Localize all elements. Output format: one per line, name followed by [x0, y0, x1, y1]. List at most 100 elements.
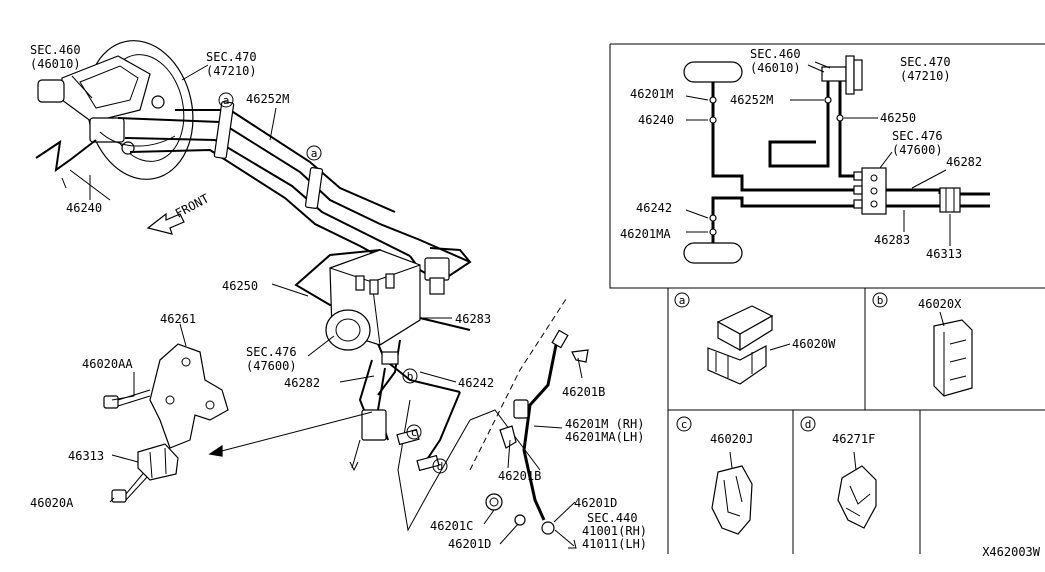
- label-sec470: SEC.470: [206, 50, 257, 64]
- label-46201D-right: 46201D: [574, 496, 617, 510]
- flex-hose-drawing: [469, 295, 589, 549]
- panel-d-tag: d: [805, 418, 812, 431]
- schem-label-46242: 46242: [636, 201, 672, 215]
- clip-46020X-drawing: [933, 311, 973, 397]
- main-pipe-bundle: [117, 101, 472, 396]
- label-sec440-rh: 41001(RH): [582, 524, 647, 538]
- label-46020AA: 46020AA: [82, 357, 133, 371]
- bracket-46261-drawing: [149, 343, 229, 449]
- rear-lines-drawing: [349, 359, 541, 532]
- schem-label-sec476: SEC.476: [892, 129, 943, 143]
- clip-46020W-drawing: [707, 305, 774, 385]
- detail-panels-grid: [667, 288, 1045, 554]
- schem-label-46283: 46283: [874, 233, 910, 247]
- label-46240: 46240: [66, 201, 102, 215]
- tag-a-label: a: [223, 94, 230, 107]
- clip-46271F-drawing: [837, 451, 877, 529]
- callout-leaders: [69, 64, 583, 545]
- node-46201MA: [709, 228, 717, 236]
- label-46201B-bot: 46201B: [498, 469, 541, 483]
- schematic-master-cylinder: [814, 55, 863, 95]
- detail-panel-b: b 46020X: [872, 292, 973, 397]
- label-sec460-ref: (46010): [30, 57, 81, 71]
- schem-label-46250: 46250: [880, 111, 916, 125]
- label-46252M: 46252M: [246, 92, 289, 106]
- node-46240: [709, 116, 717, 124]
- panel-b-part: 46020X: [918, 297, 962, 311]
- node-46250: [836, 114, 844, 122]
- schem-label-sec470-ref: (47210): [900, 69, 951, 83]
- front-wheel-drawing: [683, 61, 743, 83]
- tag-a2-label: a: [311, 147, 318, 160]
- junction-arrow: [209, 411, 373, 455]
- bolt-46020A-drawing: [111, 469, 149, 503]
- label-sec470-ref: (47210): [206, 64, 257, 78]
- tag-b-marker: b: [402, 368, 418, 384]
- tag-d-marker: d: [432, 458, 448, 474]
- diagram-code: X462003W: [982, 545, 1041, 559]
- label-sec476-ref: (47600): [246, 359, 297, 373]
- tag-c-marker: c: [406, 424, 422, 440]
- label-46282: 46282: [284, 376, 320, 390]
- schem-label-46252M: 46252M: [730, 93, 773, 107]
- schematic-leaders: [685, 64, 951, 246]
- pipe-46240-drawing: [35, 139, 97, 200]
- junction-arrowhead: [208, 444, 223, 457]
- label-46283: 46283: [455, 312, 491, 326]
- schematic-panel: SEC.460 (46010) SEC.470 (47210) 46201M 4…: [609, 43, 1045, 289]
- schem-label-46282: 46282: [946, 155, 982, 169]
- panel-a-part: 46020W: [792, 337, 836, 351]
- label-46201B-top: 46201B: [562, 385, 605, 399]
- schem-label-sec460-ref: (46010): [750, 61, 801, 75]
- label-sec460: SEC.460: [30, 43, 81, 57]
- schem-label-46201MA: 46201MA: [620, 227, 671, 241]
- label-46020A: 46020A: [30, 496, 74, 510]
- clip-46020J-drawing: [711, 451, 753, 535]
- tag-a-marker: a: [218, 92, 234, 108]
- front-direction-arrow: [146, 212, 185, 235]
- panel-d-part: 46271F: [832, 432, 875, 446]
- label-46201C: 46201C: [430, 519, 473, 533]
- junction-46313-drawing: [137, 443, 179, 481]
- node-46252M: [824, 96, 832, 104]
- label-46201M-rh: 46201M (RH): [565, 417, 644, 431]
- label-front: FRONT: [173, 191, 211, 220]
- main-assembly-view: a a b c d SEC.460 (46010) SEC.470 (47210…: [30, 40, 647, 551]
- node-46201M: [709, 96, 717, 104]
- abs-actuator-drawing: [325, 249, 450, 365]
- tag-a2-marker: a: [306, 145, 322, 161]
- label-46242: 46242: [458, 376, 494, 390]
- panel-c-part: 46020J: [710, 432, 753, 446]
- label-sec440: SEC.440: [587, 511, 638, 525]
- label-46250: 46250: [222, 279, 258, 293]
- label-46313: 46313: [68, 449, 104, 463]
- bolt-46020AA-drawing: [103, 389, 151, 409]
- panel-c-tag: c: [681, 418, 688, 431]
- panel-b-tag: b: [877, 294, 884, 307]
- node-46242: [709, 214, 717, 222]
- schem-label-sec476-ref: (47600): [892, 143, 943, 157]
- schematic-abs-block: [853, 167, 887, 215]
- rear-wheel-drawing: [683, 242, 743, 264]
- label-sec476: SEC.476: [246, 345, 297, 359]
- schematic-junction: [939, 187, 961, 213]
- detail-panel-d: d 46271F: [800, 416, 877, 529]
- schem-label-sec470: SEC.470: [900, 55, 951, 69]
- detail-panel-c: c 46020J: [676, 416, 753, 535]
- schematic-pipes: [711, 81, 990, 243]
- tag-c-label: c: [411, 426, 418, 439]
- label-46261: 46261: [160, 312, 196, 326]
- label-sec440-lh: 41011(LH): [582, 537, 647, 551]
- schem-label-46240: 46240: [638, 113, 674, 127]
- label-46201MA-lh: 46201MA(LH): [565, 430, 644, 444]
- label-46201D-left: 46201D: [448, 537, 491, 551]
- schem-label-sec460: SEC.460: [750, 47, 801, 61]
- tag-d-label: d: [437, 460, 444, 473]
- schem-label-46201M: 46201M: [630, 87, 673, 101]
- tag-b-label: b: [407, 370, 414, 383]
- panel-a-tag: a: [679, 294, 686, 307]
- detail-panel-a: a 46020W: [674, 292, 836, 385]
- schem-label-46313: 46313: [926, 247, 962, 261]
- brake-booster-drawing: [37, 40, 194, 180]
